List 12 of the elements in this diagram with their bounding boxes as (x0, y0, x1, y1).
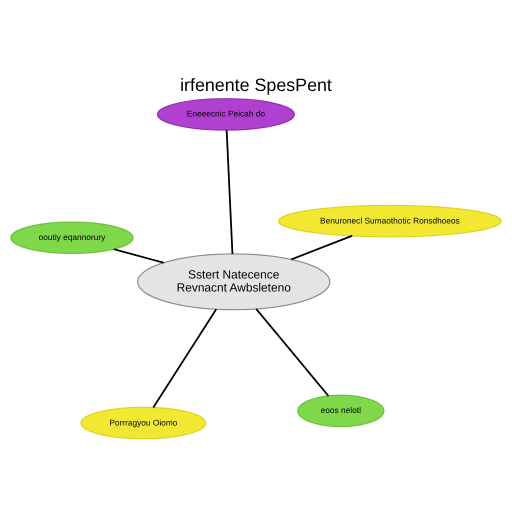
connector (226, 130, 234, 254)
node-ellipse: eoos nelotl (297, 394, 384, 427)
node-ellipse: Sstert Natecence Revnacnt Awbsleteno (137, 252, 330, 310)
node-ellipse: Benuronecl Sumaothotic Ronsdhoeos (278, 204, 502, 237)
node-ellipse: Eneeecnic Peicah do (156, 98, 295, 130)
diagram-title: irfenente SpesPent (180, 74, 332, 95)
connector (290, 234, 353, 260)
node-ellipse: Porrragyou Oiomo (80, 406, 206, 439)
connector (114, 248, 164, 264)
node-ellipse: ooutiy eqannorury (10, 221, 134, 254)
connector (152, 308, 217, 408)
connector (256, 308, 330, 396)
